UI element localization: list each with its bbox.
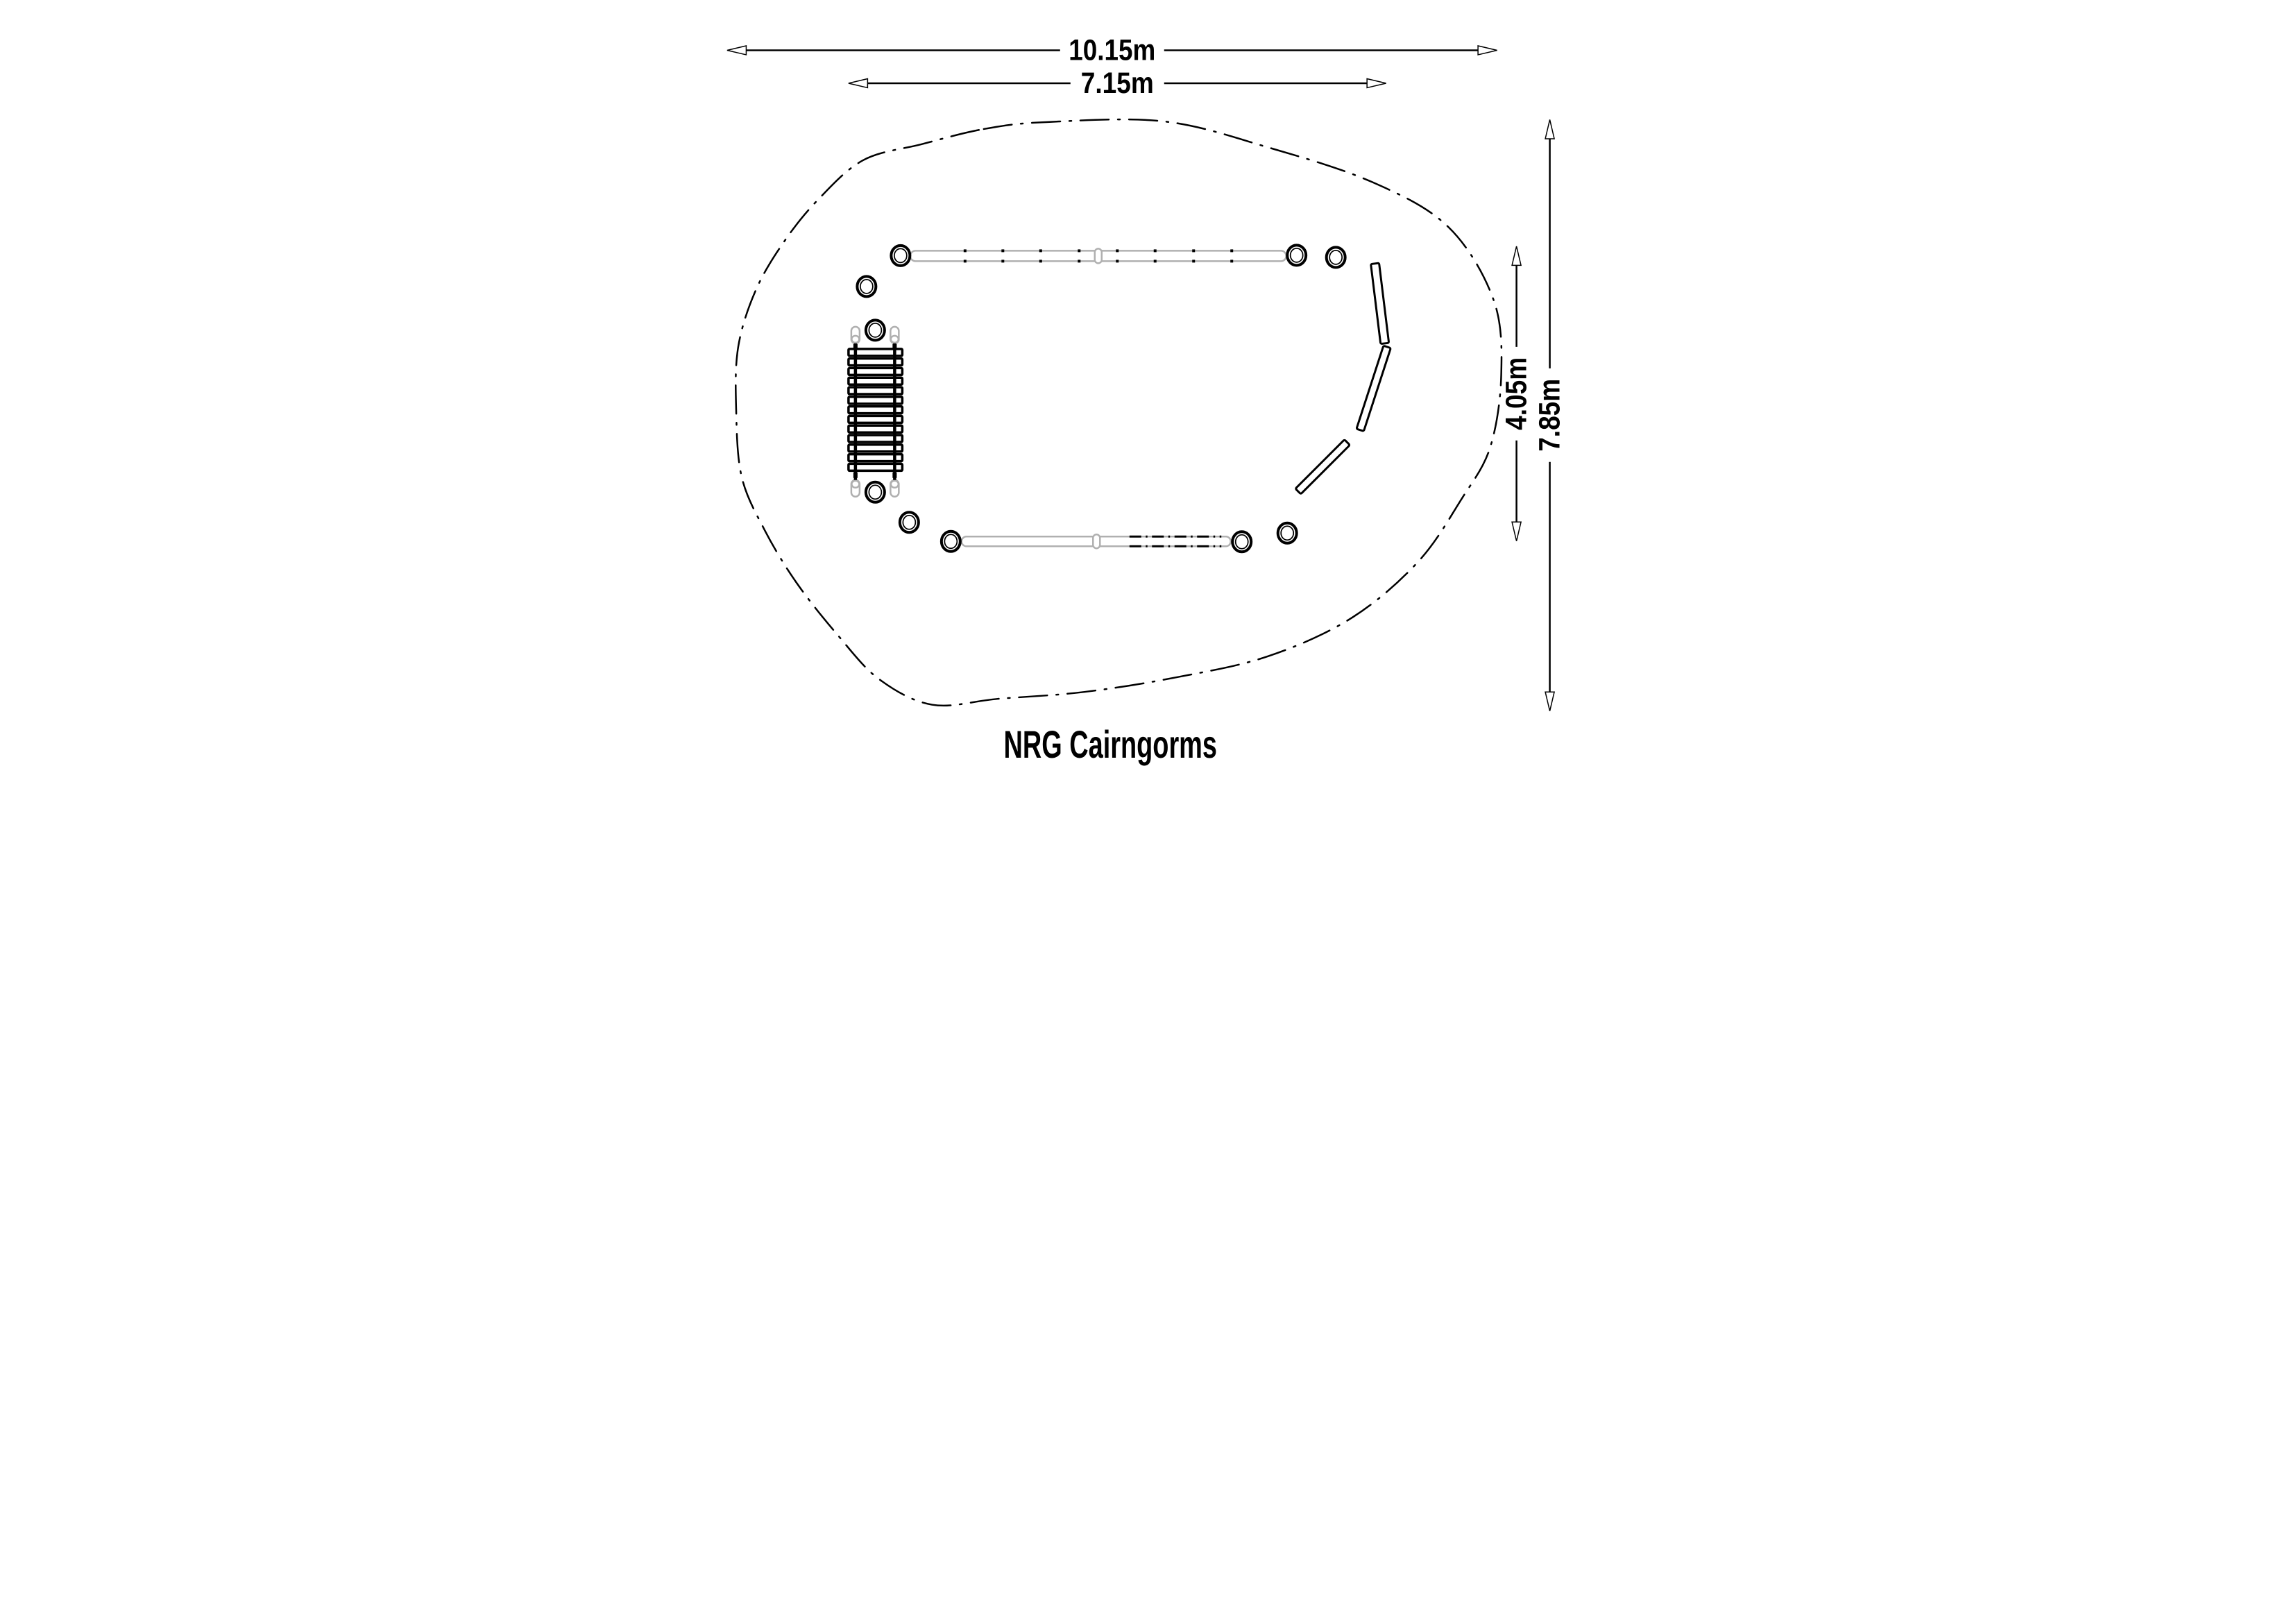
dim-equipment-width bbox=[848, 78, 1386, 89]
drawing-sheet: 10.15m 7.15m 4.05m 7.85m NRG Cairngorms bbox=[574, 0, 1722, 812]
bridge-slat bbox=[847, 452, 903, 463]
rope-knot bbox=[892, 472, 896, 478]
beam-clamp bbox=[1091, 534, 1101, 550]
post-ring bbox=[889, 244, 911, 267]
net-attachment-dot bbox=[1191, 260, 1195, 263]
dim-label-equipment-width: 7.15m bbox=[1080, 67, 1153, 100]
surface-boundary-path bbox=[734, 118, 1502, 707]
bridge-slat bbox=[847, 366, 903, 377]
bridge-slat bbox=[847, 434, 903, 443]
bridge-slat bbox=[847, 424, 903, 434]
dim-equipment-height bbox=[1511, 246, 1522, 541]
arrowhead-icon bbox=[848, 78, 868, 89]
post-ring bbox=[855, 275, 877, 298]
balance-beam-bottom bbox=[960, 534, 1232, 550]
net-attachment-dot bbox=[1230, 260, 1233, 263]
bridge-slat bbox=[847, 376, 903, 386]
clatter-bridge bbox=[847, 325, 903, 498]
bridge-slat bbox=[847, 443, 903, 453]
arrowhead-icon bbox=[1511, 246, 1522, 266]
net-attachment-dot bbox=[1039, 249, 1042, 253]
bridge-slat bbox=[847, 357, 903, 367]
post-ring-inner bbox=[893, 248, 908, 264]
net-attachment-dot bbox=[1115, 260, 1119, 263]
dim-label-equipment-height: 4.05m bbox=[1499, 357, 1533, 430]
post-ring-inner bbox=[901, 514, 916, 530]
cylinder-post-end bbox=[850, 334, 860, 344]
post-ring-inner bbox=[1234, 534, 1249, 550]
post-ring-inner bbox=[859, 279, 874, 294]
balance-beam-top bbox=[909, 248, 1287, 264]
post-ring-inner bbox=[1328, 250, 1343, 265]
post-ring-inner bbox=[943, 534, 958, 550]
bridge-slat bbox=[847, 396, 903, 405]
drawing-title: NRG Cairngorms bbox=[1003, 722, 1216, 766]
dim-label-total-height: 7.85m bbox=[1533, 379, 1566, 452]
post-ring-inner bbox=[1289, 248, 1304, 263]
rope-knot bbox=[892, 343, 896, 350]
bridge-slat bbox=[847, 405, 903, 415]
arrowhead-icon bbox=[1366, 78, 1386, 89]
safety-surface-outline bbox=[734, 118, 1502, 707]
net-attachment-dot bbox=[1039, 260, 1042, 263]
net-attachment-dot bbox=[963, 260, 967, 263]
net-attachment-dot bbox=[1153, 249, 1157, 253]
balance-plank-lower bbox=[1294, 439, 1350, 495]
arrowhead-icon bbox=[726, 45, 747, 56]
net-attachment-dot bbox=[1077, 249, 1080, 253]
site-plan-svg: 10.15m 7.15m 4.05m 7.85m NRG Cairngorms bbox=[574, 0, 1722, 812]
dimension-lines bbox=[726, 45, 1555, 711]
post-ring bbox=[864, 480, 886, 504]
net-attachment-dot bbox=[963, 249, 967, 253]
arrowhead-icon bbox=[1511, 521, 1522, 541]
arrowhead-icon bbox=[1544, 691, 1555, 711]
post-ring-inner bbox=[867, 484, 882, 500]
post-ring bbox=[939, 529, 962, 553]
rope-knot bbox=[853, 472, 858, 478]
beam-clamp bbox=[1094, 248, 1103, 264]
dim-total-height bbox=[1544, 119, 1555, 711]
post-ring bbox=[1285, 244, 1307, 267]
bridge-slat bbox=[847, 386, 903, 396]
bridge-slat bbox=[847, 348, 903, 357]
post-ring bbox=[898, 511, 920, 534]
net-attachment-dot bbox=[1153, 260, 1157, 263]
net-attachment-dot bbox=[1001, 260, 1004, 263]
rope-knot bbox=[853, 343, 858, 350]
dim-total-width bbox=[726, 45, 1497, 56]
dim-label-total-width: 10.15m bbox=[1069, 33, 1155, 67]
bridge-slat bbox=[847, 414, 903, 425]
balance-plank-upper bbox=[1369, 262, 1390, 345]
equipment-group bbox=[847, 244, 1391, 554]
balance-plank-middle bbox=[1355, 345, 1391, 432]
net-attachment-dot bbox=[1191, 249, 1195, 253]
net-attachment-dot bbox=[1001, 249, 1004, 253]
post-ring bbox=[1325, 246, 1347, 269]
post-ring bbox=[864, 318, 886, 342]
post-ring-inner bbox=[867, 322, 882, 338]
net-attachment-dot bbox=[1077, 260, 1080, 263]
cylinder-post-end bbox=[890, 479, 899, 489]
post-ring bbox=[1276, 521, 1298, 545]
cylinder-post-end bbox=[850, 479, 860, 489]
post-ring bbox=[1230, 530, 1252, 554]
arrowhead-icon bbox=[1477, 45, 1497, 56]
cylinder-post-end bbox=[890, 334, 899, 344]
post-ring-inner bbox=[1279, 525, 1294, 541]
net-attachment-dot bbox=[1230, 249, 1233, 253]
net-attachment-dot bbox=[1115, 249, 1119, 253]
bridge-slat bbox=[847, 462, 903, 473]
arrowhead-icon bbox=[1544, 119, 1555, 139]
